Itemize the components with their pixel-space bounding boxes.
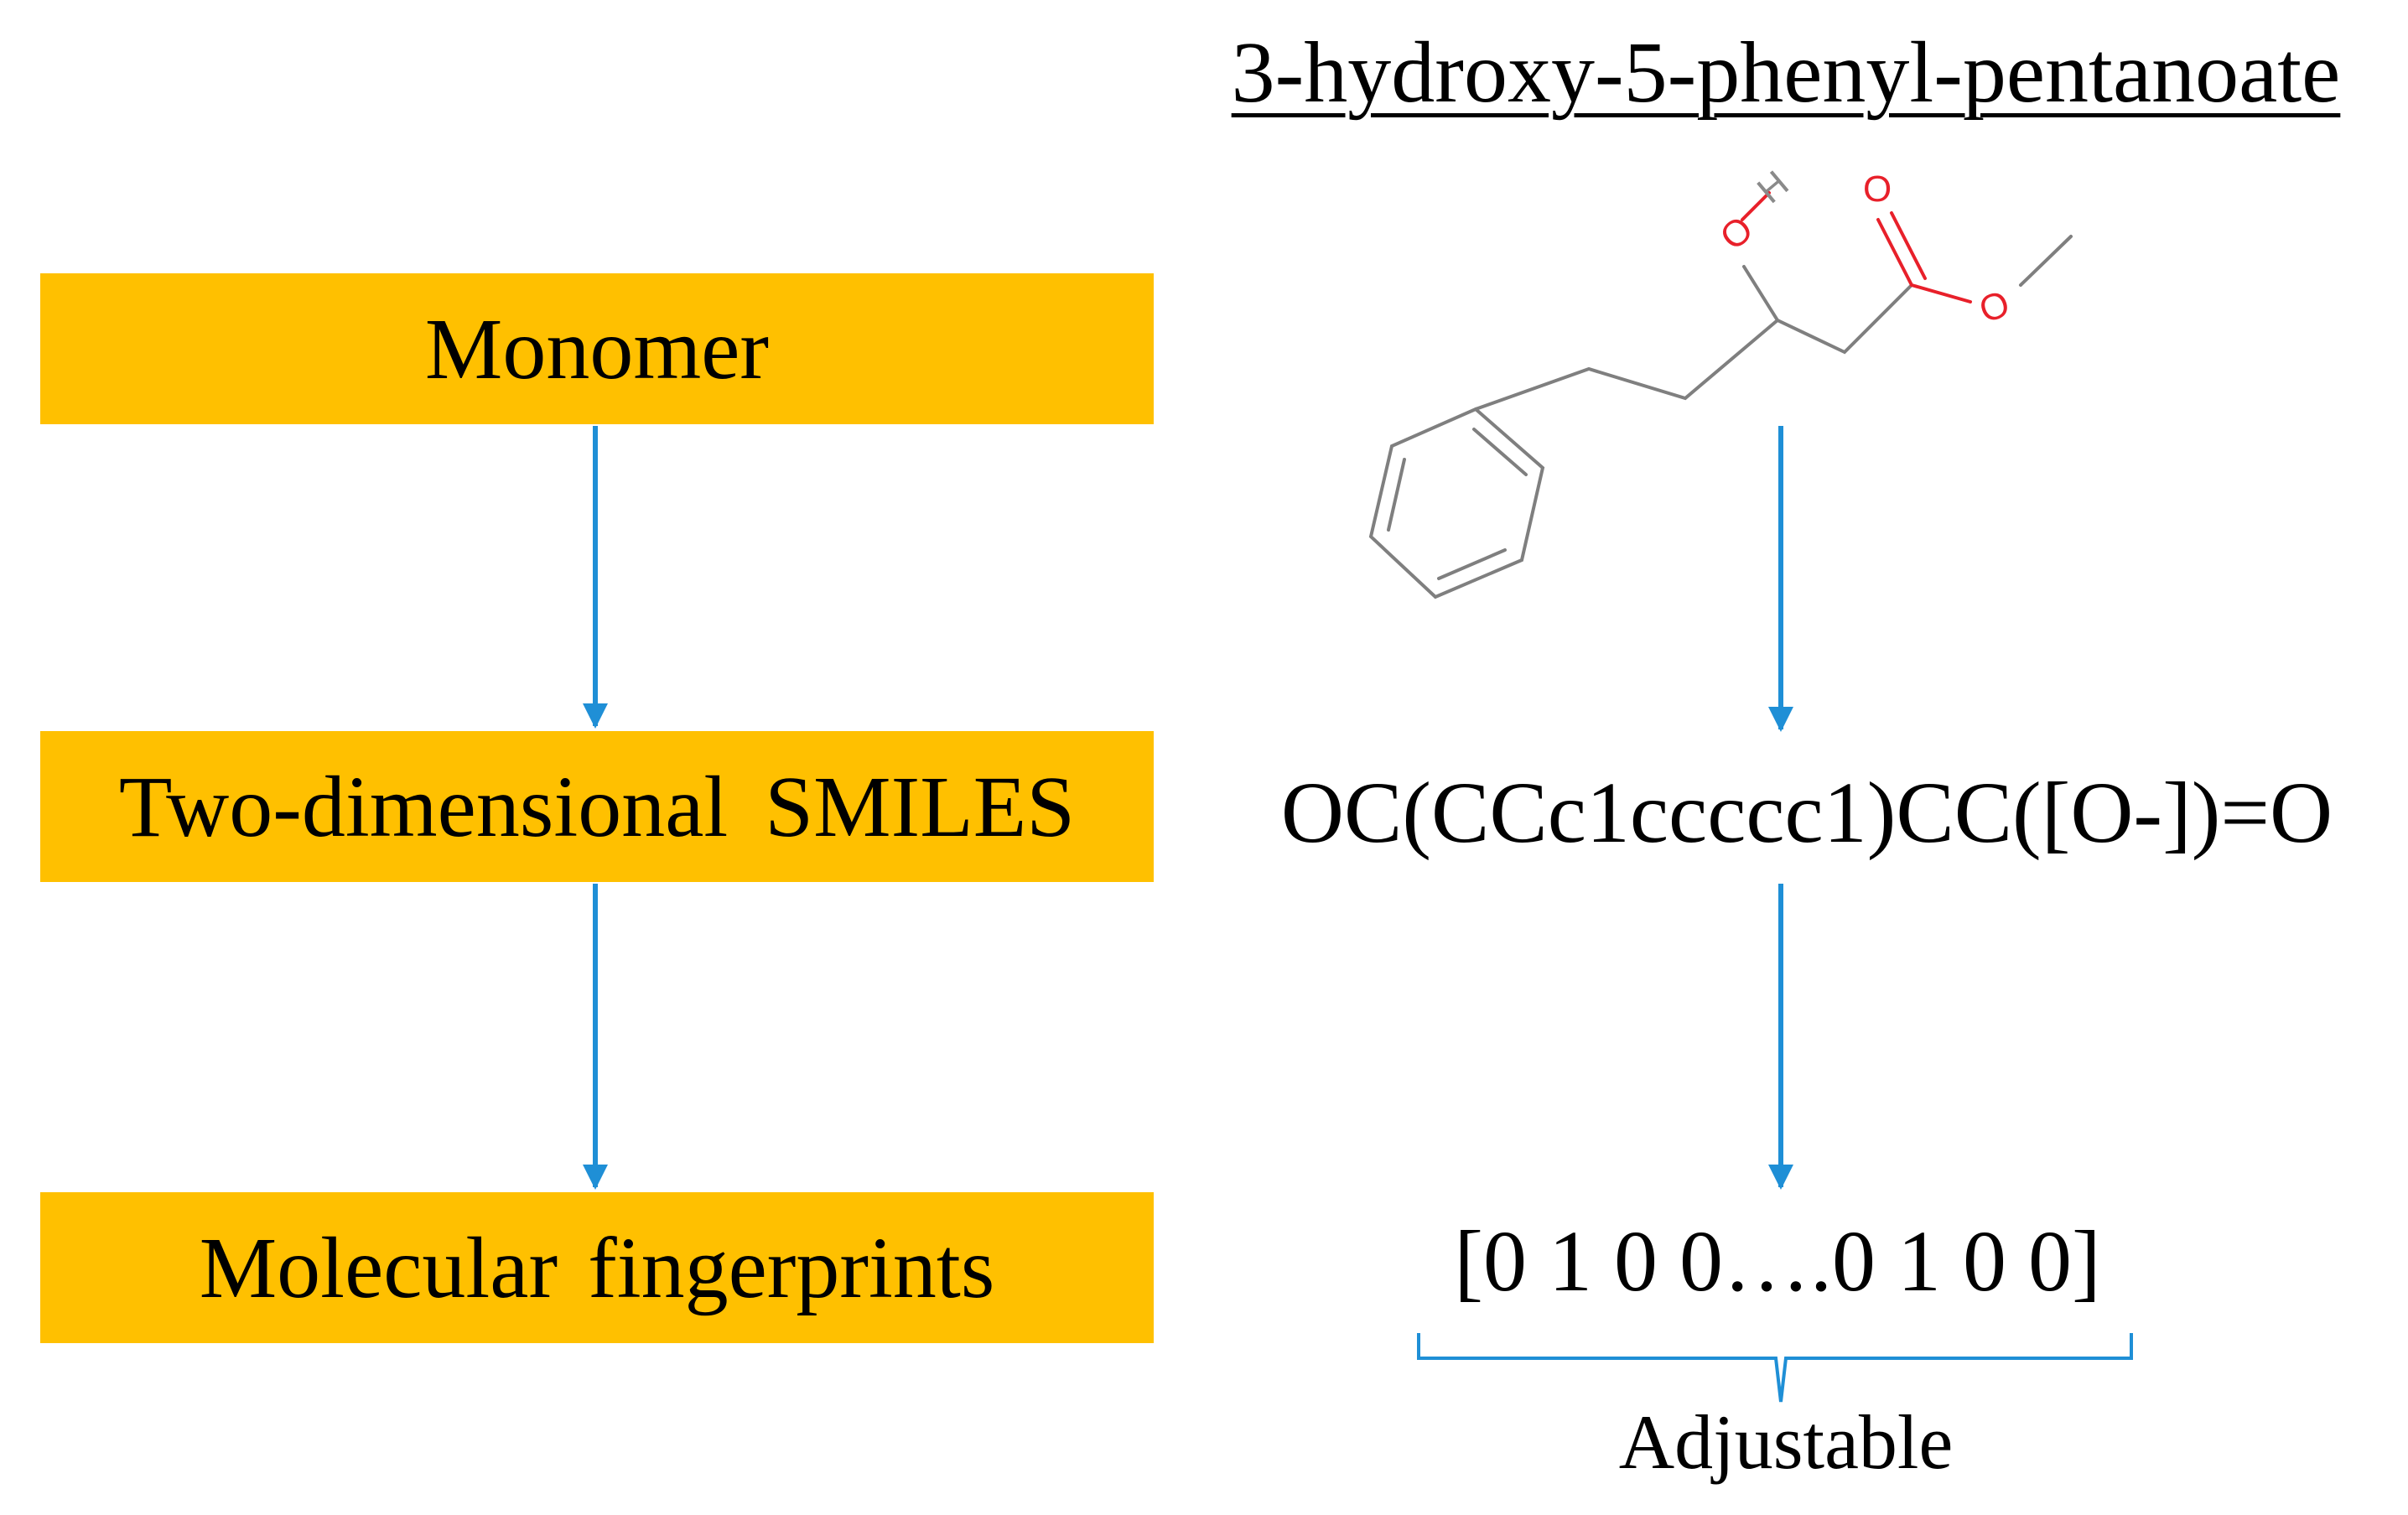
fingerprints-box: Molecular fingerprints xyxy=(40,1192,1154,1343)
molecule-structure xyxy=(1368,191,2073,599)
benzene-double-bond-2 xyxy=(1437,548,1507,580)
smiles-box-label: Two-dimensional SMILES xyxy=(118,758,1076,855)
benzene-ring xyxy=(1368,407,1545,599)
methyl-bond xyxy=(2019,235,2073,287)
benzene-double-bond-1 xyxy=(1472,428,1528,476)
adjustable-brace xyxy=(1417,1333,2133,1403)
hydroxyl-o-label: O xyxy=(1712,208,1761,258)
carbonyl-o-label: O xyxy=(1863,169,1892,210)
carbonyl-bond-1 xyxy=(1876,218,1913,287)
monomer-label: Monomer xyxy=(424,300,770,397)
ester-o-label: O xyxy=(1974,283,2015,331)
smiles-box: Two-dimensional SMILES xyxy=(40,731,1154,882)
molecule-atom-labels: O H O O xyxy=(1712,163,2015,331)
monomer-box: Monomer xyxy=(40,273,1154,424)
carbonyl-bond-2 xyxy=(1890,211,1927,280)
fingerprint-vector: [0 1 0 0….0 1 0 0] xyxy=(1454,1213,2101,1310)
hydroxyl-bond xyxy=(1742,265,1779,322)
benzene-double-bond-3 xyxy=(1387,458,1406,532)
carbon-chain xyxy=(1474,283,1913,411)
smiles-string: OC(CCc1ccccc1)CC([O-])=O xyxy=(1280,765,2333,861)
hydroxyl-h-bond xyxy=(1741,191,1771,221)
fingerprints-label: Molecular fingerprints xyxy=(199,1219,995,1316)
adjustable-label: Adjustable xyxy=(1618,1399,1954,1485)
ester-bond xyxy=(1910,283,1972,304)
compound-name: 3-hydroxy-5-phenyl-pentanoate xyxy=(1231,24,2341,121)
